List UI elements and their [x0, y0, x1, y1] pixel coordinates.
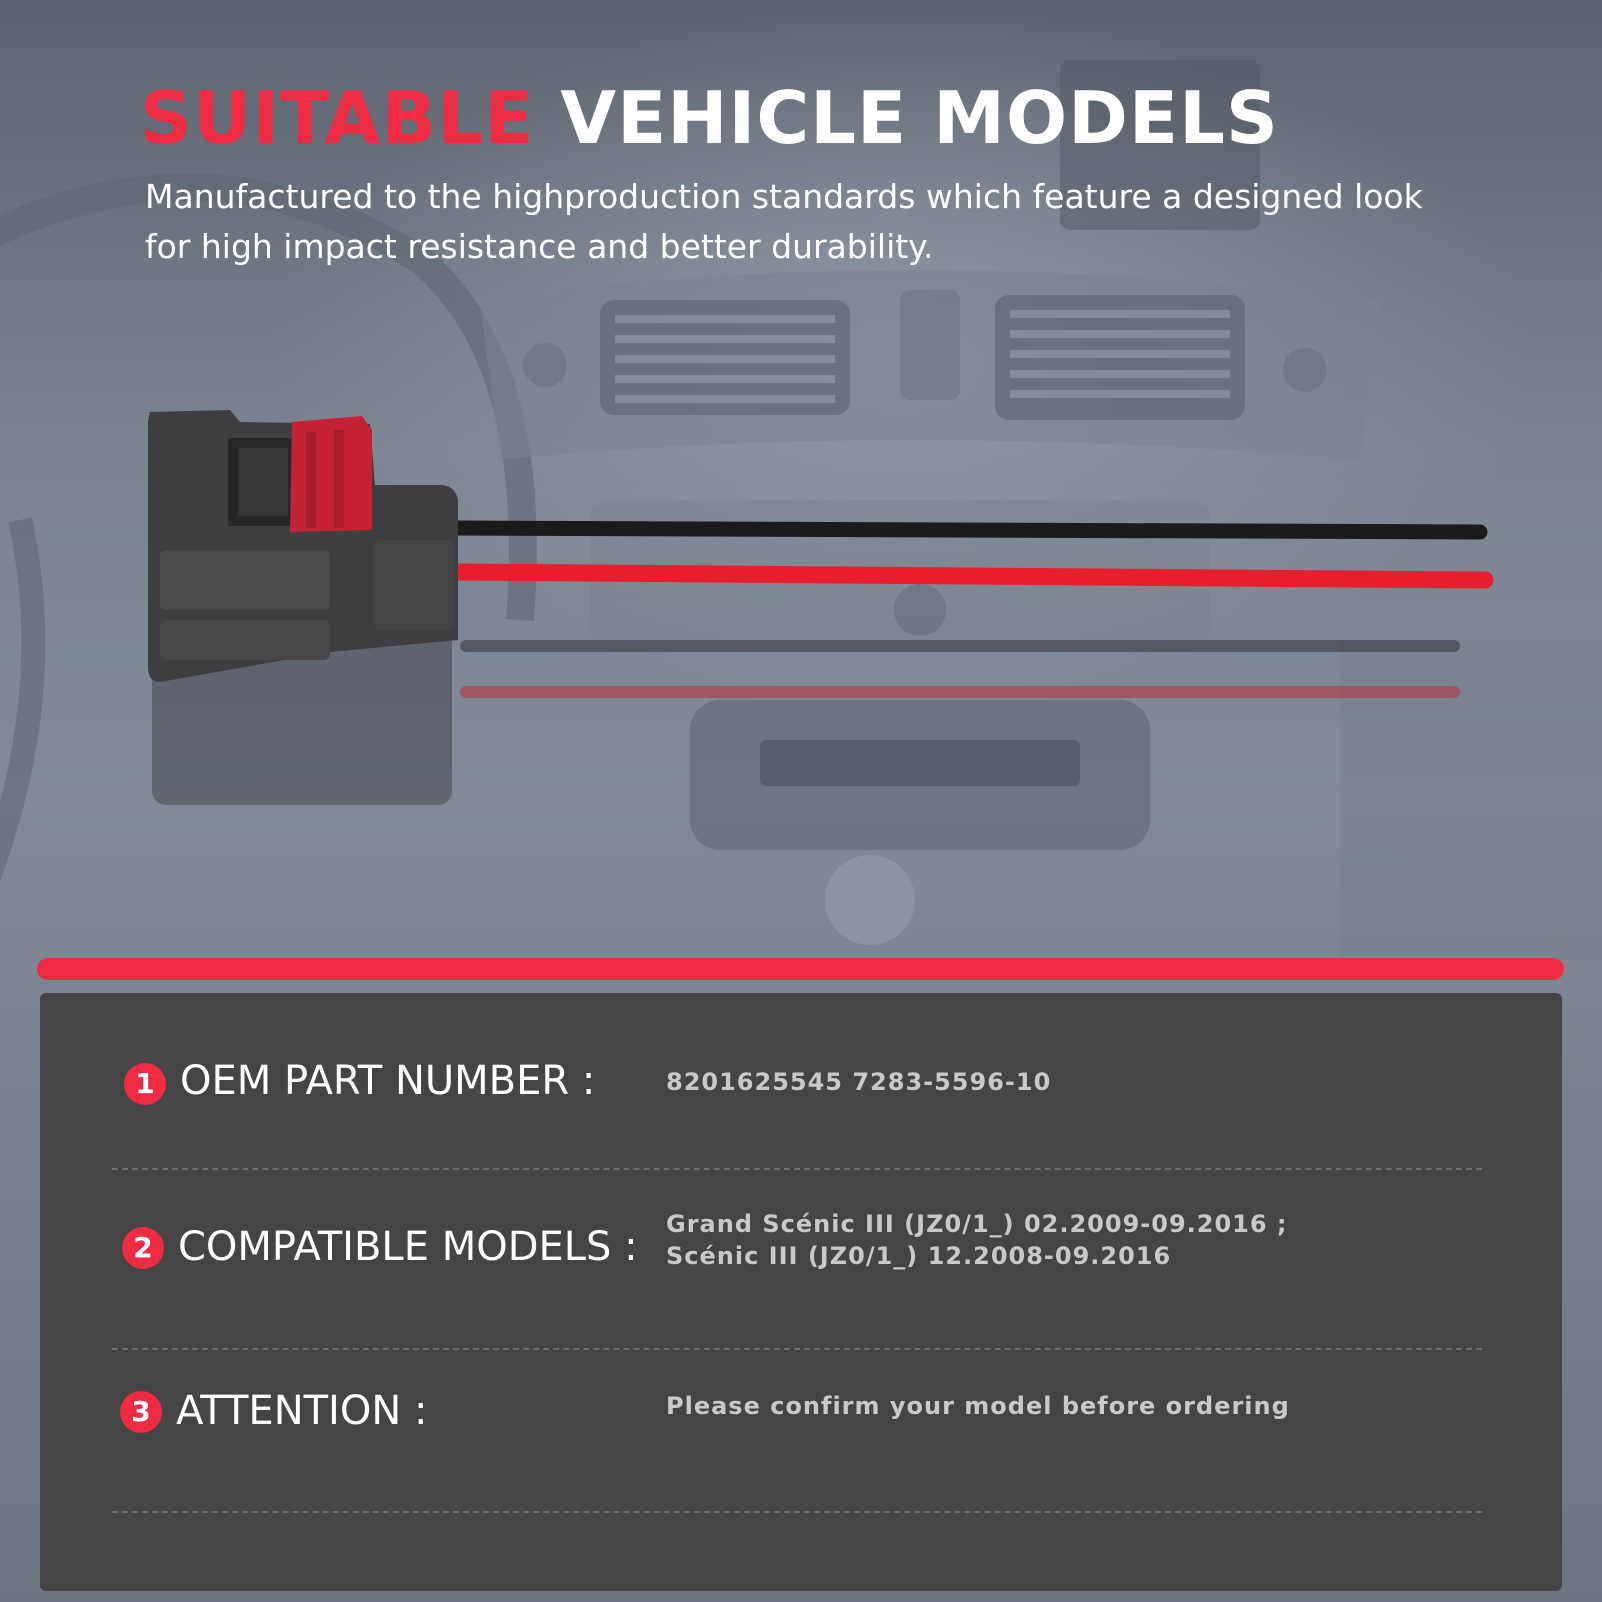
spec-value: 8201625545 7283-5596-10: [666, 1068, 1052, 1096]
headline-accent-word: SUITABLE: [140, 76, 535, 160]
spec-label: OEM PART NUMBER :: [180, 1058, 596, 1104]
connector-pigtail-image: [148, 410, 1494, 805]
spec-value: Please confirm your model before orderin…: [666, 1392, 1290, 1420]
step-number-badge: 2: [122, 1227, 164, 1269]
accent-divider-bar: [37, 958, 1564, 980]
spec-value-line-1: Grand Scénic III (JZ0/1_) 02.2009-09.201…: [666, 1210, 1288, 1238]
spec-label: COMPATIBLE MODELS :: [178, 1224, 638, 1270]
dashed-divider: [112, 1348, 1482, 1350]
step-number-badge: 1: [124, 1063, 166, 1105]
dashed-divider: [112, 1511, 1482, 1513]
spec-panel: 1 OEM PART NUMBER : 8201625545 7283-5596…: [40, 993, 1562, 1591]
headline-rest: VEHICLE MODELS: [560, 76, 1279, 160]
product-image: [130, 400, 1510, 835]
subtitle: Manufactured to the highproduction stand…: [145, 177, 1423, 266]
headline: SUITABLE VEHICLE MODELS: [140, 70, 1279, 166]
step-number-badge: 3: [120, 1391, 162, 1433]
dashed-divider: [112, 1168, 1482, 1170]
spec-label: ATTENTION :: [176, 1388, 428, 1434]
spec-value-line-2: Scénic III (JZ0/1_) 12.2008-09.2016: [666, 1242, 1172, 1270]
